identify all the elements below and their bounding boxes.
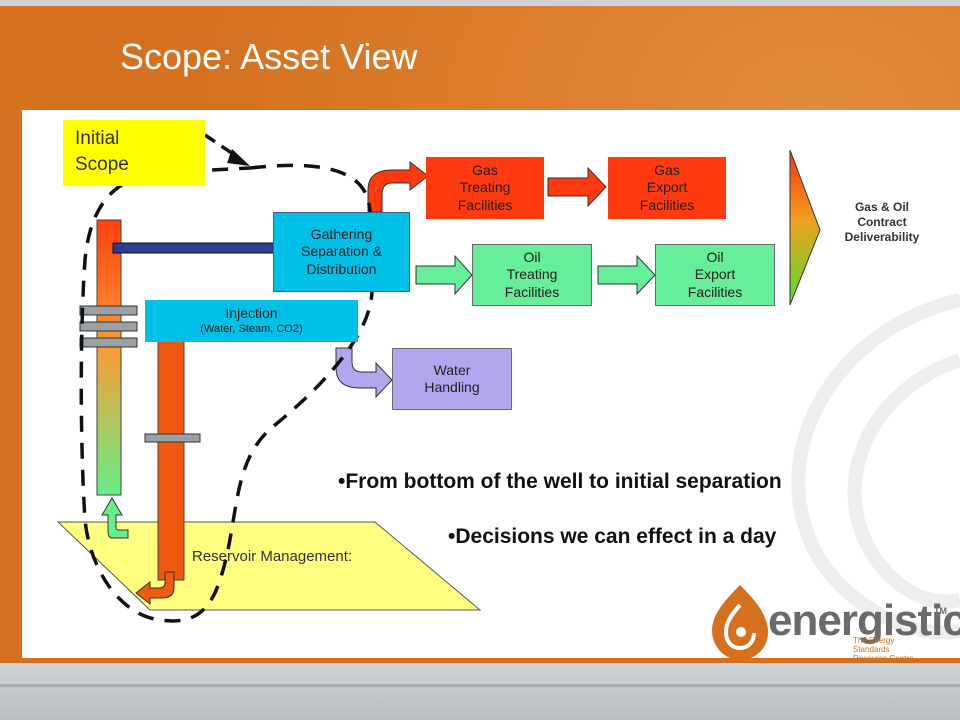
- gathering-to-gas-arrow: [367, 160, 429, 213]
- injection-title: Injection: [225, 305, 278, 322]
- deliverability-label: Gas & Oil Contract Deliverability: [844, 199, 920, 244]
- flow-line: [112, 242, 276, 254]
- energistics-drop-icon: [712, 585, 768, 660]
- casing-collar: [79, 321, 138, 332]
- top-strip: [0, 0, 960, 6]
- slide-title: Scope: Asset View: [120, 36, 418, 77]
- scope-pointer-head: [227, 149, 250, 166]
- oil-export-box: Oil Export Facilities: [655, 244, 775, 306]
- gathering-to-oil-arrow: [415, 254, 473, 296]
- injection-collar: [144, 433, 201, 443]
- injection-to-reservoir-arrow: [135, 571, 175, 606]
- production-well: [96, 219, 122, 496]
- oil-treating-box: Oil Treating Facilities: [472, 244, 592, 306]
- casing-collar: [79, 337, 138, 348]
- oil-treating-to-export-arrow: [597, 254, 656, 296]
- injection-subtitle: (Water, Steam, CO2): [200, 322, 303, 335]
- reservoir-label: Reservoir Management:: [192, 548, 353, 565]
- gas-treating-box: Gas Treating Facilities: [426, 157, 544, 219]
- injection-box: Injection (Water, Steam, CO2): [145, 300, 358, 342]
- logo-tagline: The Energy Standards Resource Centre: [853, 636, 914, 664]
- gathering-to-water-arrow: [335, 347, 393, 399]
- swirl-watermark: [791, 293, 960, 640]
- gas-treating-to-export-arrow: [547, 166, 607, 208]
- gas-export-box: Gas Export Facilities: [608, 157, 726, 219]
- initial-scope-label: Initial Scope: [63, 120, 205, 186]
- logo-trademark: TM: [934, 606, 947, 616]
- bullet-decisions: •Decisions we can effect in a day: [448, 525, 777, 548]
- injection-well: [157, 327, 185, 581]
- gathering-separation-box: Gathering Separation & Distribution: [273, 212, 410, 292]
- logo-wordmark: energistics: [768, 596, 960, 645]
- reservoir-to-well-arrow: [101, 497, 129, 539]
- footer-strip: [0, 663, 960, 720]
- scope-boundary: [79, 163, 374, 623]
- water-handling-box: Water Handling: [392, 348, 512, 410]
- footer-line: [0, 684, 960, 687]
- bullet-scope: •From bottom of the well to initial sepa…: [338, 470, 782, 493]
- deliverability-shape: [789, 149, 821, 306]
- casing-collar: [79, 305, 138, 316]
